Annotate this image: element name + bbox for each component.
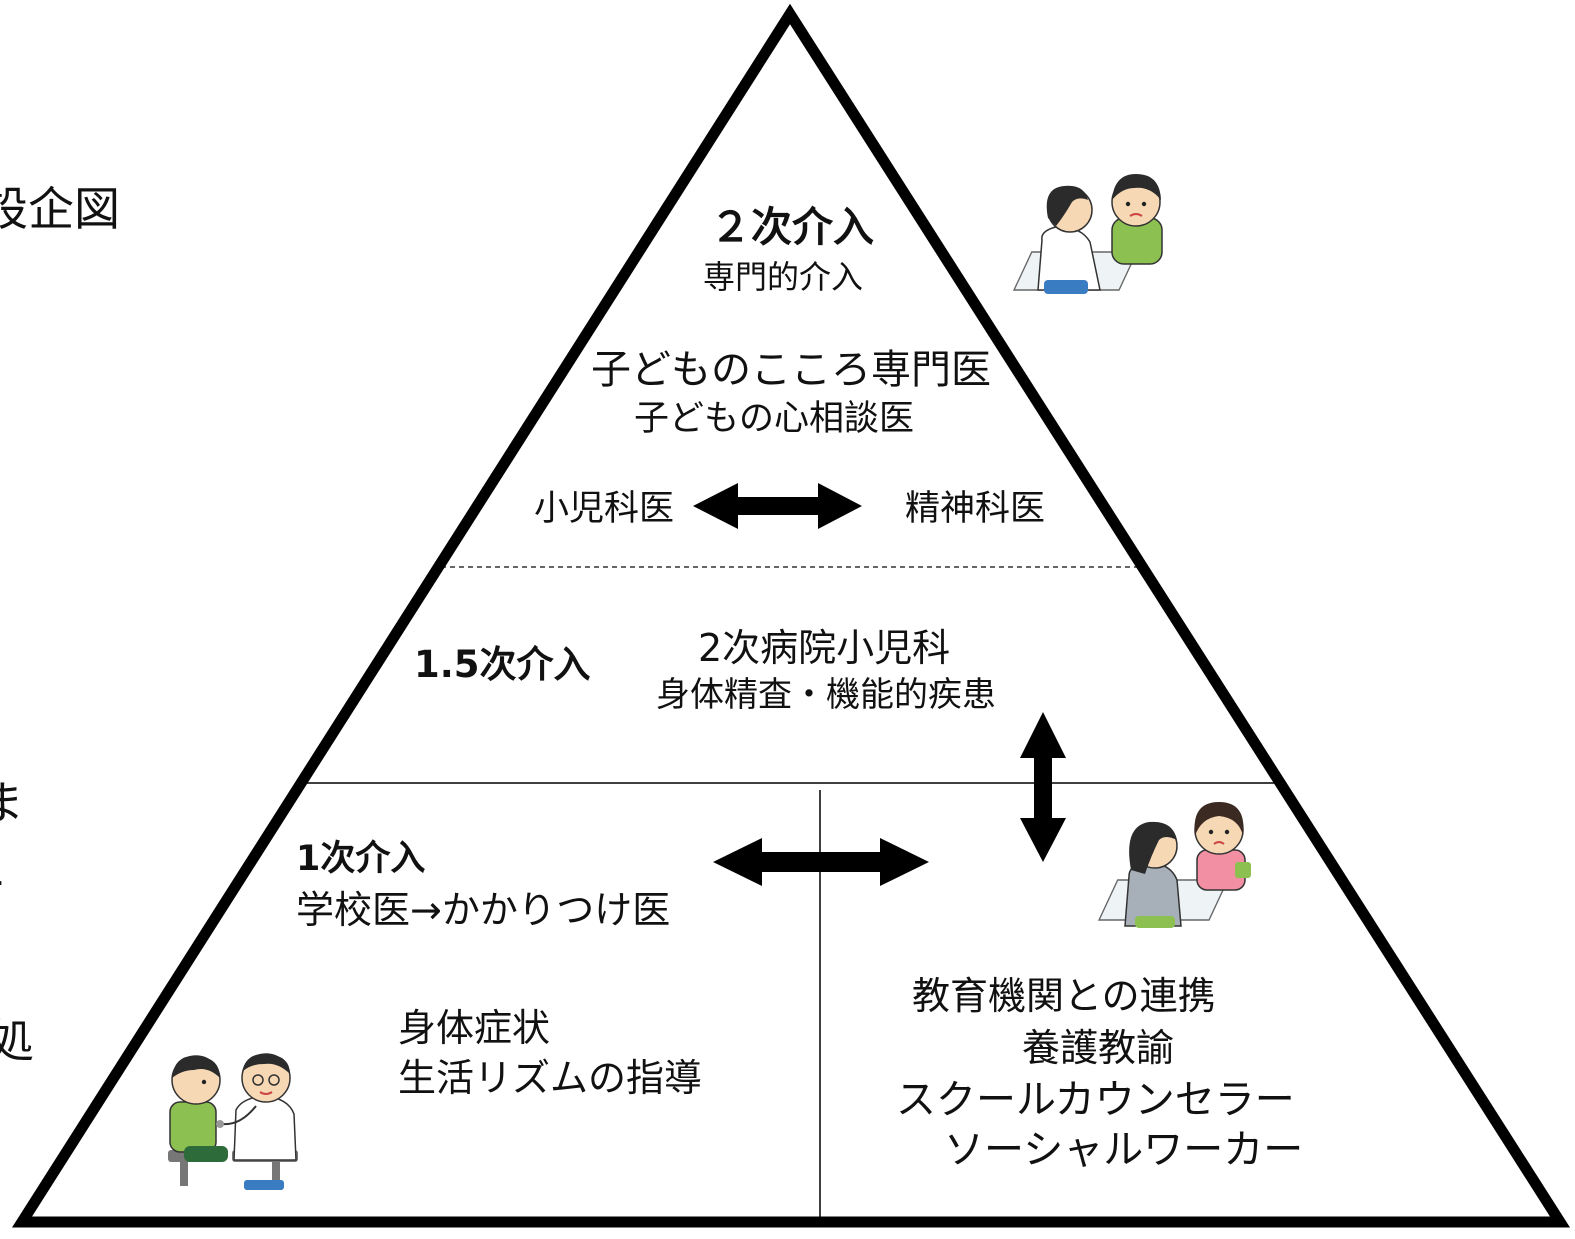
social-worker-label: ソーシャルワーカー (944, 1127, 1304, 1173)
edge-fragment-top: 設企図 (0, 182, 120, 236)
pediatrician-label: 小児科医 (534, 489, 675, 529)
edge-fragment-bottom: 処 (0, 1014, 34, 1068)
doctor-examination-illustration-icon (168, 1053, 298, 1190)
intermediate-intervention-title: 1.5次介入 (414, 643, 591, 686)
pediatrics-psychiatry-arrow (693, 483, 862, 529)
edge-fragment-mid-b: L (0, 846, 2, 892)
edge-fragment-mid-a: ま (0, 776, 24, 830)
physical-examination-label: 身体精査・機能的疾患 (656, 675, 996, 715)
school-counselor-label: スクールカウンセラー (896, 1077, 1295, 1123)
school-nurse-label: 養護教諭 (1022, 1026, 1175, 1070)
life-rhythm-guidance-label: 生活リズムの指導 (398, 1056, 703, 1100)
hospital-education-arrow (1020, 712, 1066, 862)
primary-education-arrow (713, 838, 929, 886)
teacher-consultation-illustration-icon (1097, 802, 1251, 928)
secondary-intervention-subtitle: 専門的介入 (703, 258, 864, 296)
education-collaboration-title: 教育機関との連携 (912, 974, 1216, 1018)
pyramid-outline (11, 3, 1571, 1228)
primary-intervention-title: 1次介入 (296, 839, 426, 879)
psychiatrist-label: 精神科医 (905, 489, 1046, 529)
secondary-hospital-pediatrics-label: 2次病院小児科 (698, 626, 951, 670)
child-mental-health-consultant-label: 子どもの心相談医 (634, 399, 915, 439)
child-psychiatry-specialist-label: 子どものこころ専門医 (591, 347, 991, 393)
physical-symptoms-label: 身体症状 (398, 1006, 551, 1050)
secondary-intervention-title: ２次介入 (710, 203, 874, 251)
counseling-illustration-icon (1012, 174, 1163, 294)
primary-intervention-subtitle: 学校医→かかりつけ医 (296, 888, 671, 932)
